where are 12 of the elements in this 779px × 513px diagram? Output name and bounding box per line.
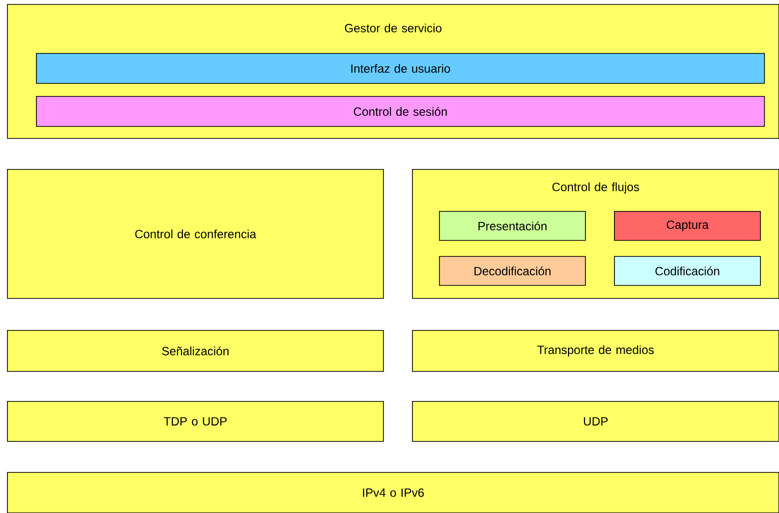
layer-box: Transporte de medios	[412, 330, 779, 372]
layer-box: UDP	[412, 401, 779, 442]
layer-box: Señalización	[7, 330, 384, 372]
component-box: Interfaz de usuario	[36, 53, 765, 84]
component-box: Presentación	[439, 210, 586, 241]
component-box: Control de sesión	[36, 96, 765, 127]
component-box: Decodificación	[439, 256, 586, 286]
component-box: Codificación	[614, 256, 761, 286]
component-box: Captura	[614, 210, 761, 241]
layer-box: Control de conferencia	[7, 169, 384, 299]
layer-box: TDP o UDP	[7, 401, 384, 442]
layer-box: IPv4 o IPv6	[7, 472, 779, 513]
